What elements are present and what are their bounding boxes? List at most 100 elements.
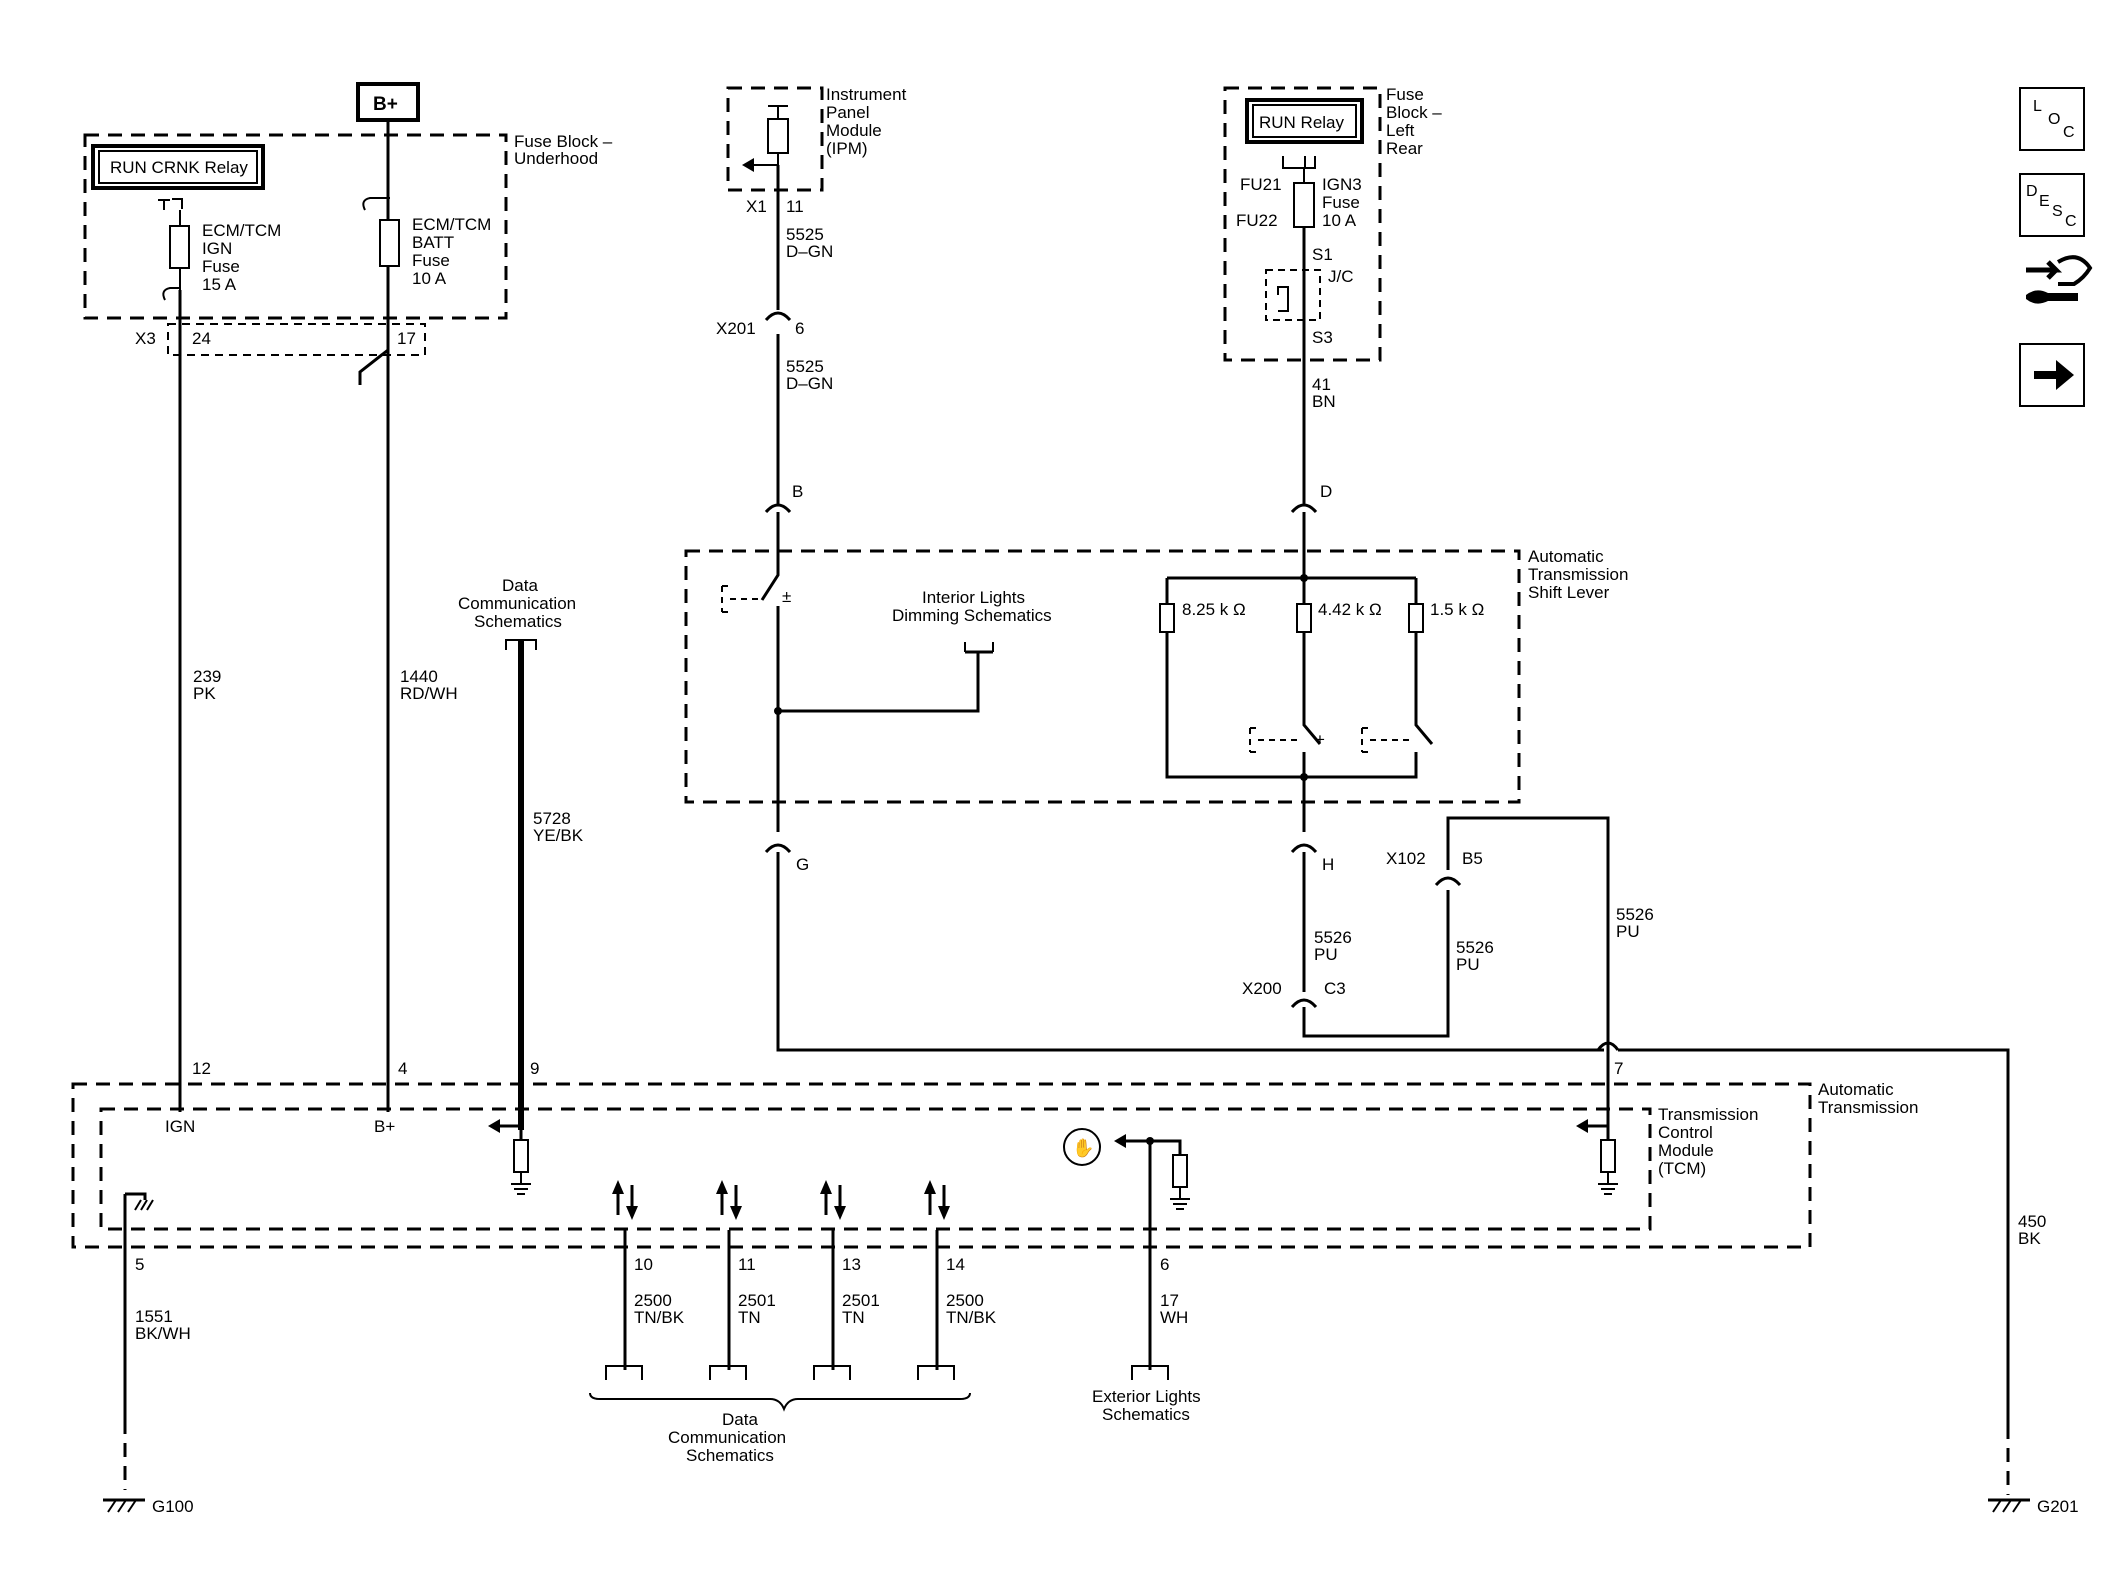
svg-text:IGN3: IGN3 (1322, 175, 1362, 194)
svg-text:B+: B+ (373, 94, 398, 115)
svg-text:Interior Lights: Interior Lights (922, 588, 1025, 607)
svg-text:J/C: J/C (1328, 267, 1354, 286)
svg-text:6: 6 (1160, 1255, 1169, 1274)
svg-text:Fuse: Fuse (1322, 193, 1360, 212)
svg-text:B+: B+ (374, 1117, 395, 1136)
data-arrows (612, 1180, 950, 1220)
svg-text:7: 7 (1614, 1059, 1623, 1078)
svg-text:RUN CRNK Relay: RUN CRNK Relay (110, 158, 248, 177)
svg-text:Fuse: Fuse (412, 251, 450, 270)
svg-text:TN: TN (842, 1308, 865, 1327)
svg-text:12: 12 (192, 1059, 211, 1078)
automatic-transmission-tcm: Automatic Transmission Transmission Cont… (71, 1059, 1918, 1274)
svg-text:D: D (2026, 183, 2038, 200)
svg-text:ECM/TCM: ECM/TCM (202, 221, 281, 240)
svg-text:4.42 k Ω: 4.42 k Ω (1318, 600, 1382, 619)
next-arrow-icon[interactable] (2019, 343, 2085, 407)
svg-text:D: D (1320, 482, 1332, 501)
svg-text:PK: PK (193, 684, 216, 703)
svg-text:TN/BK: TN/BK (946, 1308, 997, 1327)
svg-text:G201: G201 (2037, 1497, 2079, 1516)
svg-text:BN: BN (1312, 392, 1336, 411)
svg-text:S3: S3 (1312, 328, 1333, 347)
svg-text:Schematics: Schematics (474, 612, 562, 631)
svg-text:±: ± (782, 587, 791, 606)
svg-text:TN: TN (738, 1308, 761, 1327)
svg-text:Left: Left (1386, 121, 1415, 140)
svg-text:2501: 2501 (842, 1291, 880, 1310)
svg-text:2500: 2500 (946, 1291, 984, 1310)
run-crnk-relay: RUN CRNK Relay (91, 144, 265, 190)
wire-1440-rd-wh (358, 120, 390, 1112)
svg-text:TN/BK: TN/BK (634, 1308, 685, 1327)
desc-icon[interactable]: D E S C (2019, 173, 2085, 237)
svg-text:5525: 5525 (786, 357, 824, 376)
svg-text:D–GN: D–GN (786, 242, 833, 261)
svg-text:BATT: BATT (412, 233, 454, 252)
svg-text:10: 10 (634, 1255, 653, 1274)
svg-text:9: 9 (530, 1059, 539, 1078)
x102-connector (1434, 876, 1462, 887)
svg-text:10 A: 10 A (1322, 211, 1357, 230)
ground-g201: G201 (1988, 1497, 2079, 1516)
svg-text:24: 24 (192, 329, 211, 348)
automatic-transmission-shift-lever: Automatic Transmission Shift Lever ± Int… (684, 525, 1628, 832)
svg-text:5525: 5525 (786, 225, 824, 244)
svg-text:2501: 2501 (738, 1291, 776, 1310)
svg-text:6: 6 (795, 319, 804, 338)
svg-text:Dimming Schematics: Dimming Schematics (892, 606, 1052, 625)
x200-connector (1290, 998, 1318, 1009)
svg-text:PU: PU (1616, 922, 1640, 941)
svg-text:Schematics: Schematics (686, 1446, 774, 1465)
svg-text:E: E (2039, 193, 2050, 210)
svg-text:X200: X200 (1242, 979, 1282, 998)
svg-text:C: C (2065, 213, 2077, 230)
instrument-panel-module: Instrument Panel Module (IPM) X1 11 (726, 85, 907, 216)
svg-text:13: 13 (842, 1255, 861, 1274)
svg-text:Module: Module (826, 121, 882, 140)
svg-text:Schematics: Schematics (1102, 1405, 1190, 1424)
svg-text:Transmission: Transmission (1528, 565, 1628, 584)
svg-text:X102: X102 (1386, 849, 1426, 868)
svg-text:Block –: Block – (1386, 103, 1442, 122)
svg-text:Transmission: Transmission (1818, 1098, 1918, 1117)
svg-text:5526: 5526 (1456, 938, 1494, 957)
loc-icon[interactable]: L O C (2019, 87, 2085, 151)
connector-g (764, 843, 792, 854)
svg-text:WH: WH (1160, 1308, 1188, 1327)
svg-text:5: 5 (135, 1255, 144, 1274)
svg-text:C3: C3 (1324, 979, 1346, 998)
ecm-tcm-ign-fuse (169, 225, 190, 269)
svg-text:Data: Data (722, 1410, 758, 1429)
svg-text:G: G (796, 855, 809, 874)
svg-text:17: 17 (1160, 1291, 1179, 1310)
wires-data-bus (623, 1230, 939, 1370)
svg-text:Communication: Communication (668, 1428, 786, 1447)
svg-text:X201: X201 (716, 319, 756, 338)
svg-text:15 A: 15 A (202, 275, 237, 294)
fuse-block-underhood: Fuse Block – Underhood RUN CRNK Relay EC… (83, 132, 613, 356)
resistor-4-42k (1296, 603, 1312, 633)
svg-text:RD/WH: RD/WH (400, 684, 458, 703)
svg-text:Underhood: Underhood (514, 149, 598, 168)
svg-text:Shift Lever: Shift Lever (1528, 583, 1610, 602)
svg-text:Panel: Panel (826, 103, 869, 122)
svg-text:BK/WH: BK/WH (135, 1324, 191, 1343)
svg-text:ECM/TCM: ECM/TCM (412, 215, 491, 234)
svg-text:PU: PU (1456, 955, 1480, 974)
svg-text:11: 11 (738, 1255, 756, 1274)
svg-text:Communication: Communication (458, 594, 576, 613)
svg-text:Instrument: Instrument (826, 85, 907, 104)
svg-text:RUN Relay: RUN Relay (1259, 113, 1345, 132)
svg-text:10 A: 10 A (412, 269, 447, 288)
svg-text:FU22: FU22 (1236, 211, 1278, 230)
resistor-8-25k (1159, 603, 1175, 633)
svg-text:YE/BK: YE/BK (533, 826, 584, 845)
svg-text:Transmission: Transmission (1658, 1105, 1758, 1124)
svg-text:S1: S1 (1312, 245, 1333, 264)
svg-text:Fuse: Fuse (1386, 85, 1424, 104)
svg-text:239: 239 (193, 667, 221, 686)
ecm-tcm-batt-fuse (379, 219, 400, 267)
svg-text:1440: 1440 (400, 667, 438, 686)
connector-repair-icon[interactable] (2026, 255, 2093, 304)
